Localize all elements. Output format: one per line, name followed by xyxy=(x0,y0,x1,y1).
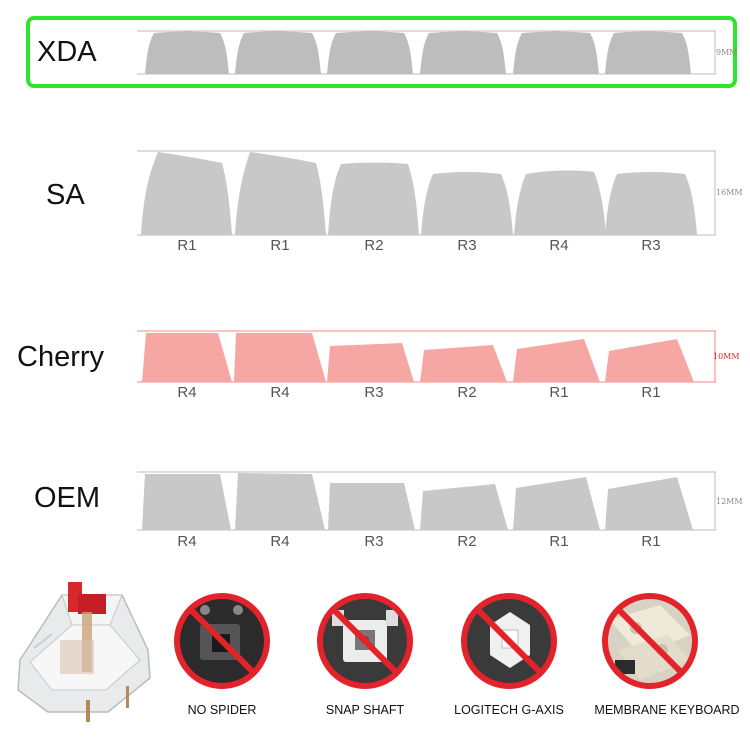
profile-name-xda: XDA xyxy=(37,36,97,68)
xda-keycap xyxy=(145,31,229,74)
row-label: R4 xyxy=(270,384,290,401)
row-label: R1 xyxy=(641,533,661,550)
row-label: R4 xyxy=(549,237,569,254)
row-label: R3 xyxy=(457,237,477,254)
profile-name-sa: SA xyxy=(46,179,85,211)
sa-keycap xyxy=(421,172,513,235)
cherry-profile-keycaps xyxy=(137,330,716,383)
height-label-cherry: 10MM xyxy=(713,352,740,361)
xda-profile-keycaps xyxy=(137,30,716,75)
sa-keycap xyxy=(141,152,232,235)
xda-keycap xyxy=(235,31,321,74)
no-spider-icon xyxy=(174,593,270,689)
row-label: R1 xyxy=(549,384,569,401)
xda-keycap xyxy=(513,31,599,74)
feature-caption-logitech-g-axis: LOGITECH G-AXIS xyxy=(454,703,564,717)
profile-name-oem: OEM xyxy=(34,482,101,514)
xda-keycap xyxy=(327,31,413,74)
xda-keycap xyxy=(605,31,691,74)
sa-keycap xyxy=(605,172,697,235)
sa-profile-keycaps xyxy=(137,150,716,236)
cherry-keycap xyxy=(234,333,326,382)
profile-name-cherry: Cherry xyxy=(17,341,105,373)
oem-keycap xyxy=(235,473,325,530)
feature-caption-snap-shaft: SNAP SHAFT xyxy=(325,703,405,717)
row-label: R1 xyxy=(270,237,290,254)
feature-caption-no-spider: NO SPIDER xyxy=(187,703,257,717)
cherry-keycap xyxy=(142,333,232,382)
red-switch-icon xyxy=(17,582,151,722)
cherry-keycap xyxy=(513,339,600,382)
height-label-xda: 9MM xyxy=(716,48,738,57)
row-label: R1 xyxy=(641,384,661,401)
cherry-keycap xyxy=(327,343,414,382)
row-label: R1 xyxy=(177,237,197,254)
oem-keycap xyxy=(605,477,693,530)
oem-keycap xyxy=(420,484,508,530)
cherry-keycap xyxy=(605,339,694,382)
oem-keycap xyxy=(513,477,600,530)
row-label: R3 xyxy=(364,533,384,550)
logitech-g-axis-icon xyxy=(461,593,557,689)
row-label: R2 xyxy=(457,384,477,401)
row-label: R1 xyxy=(549,533,569,550)
height-label-oem: 12MM xyxy=(716,497,743,506)
sa-keycap xyxy=(514,170,606,235)
height-label-sa: 16MM xyxy=(716,188,743,197)
row-label: R2 xyxy=(457,533,477,550)
xda-keycap xyxy=(420,31,506,74)
cherry-keycap xyxy=(420,345,507,382)
oem-profile-keycaps xyxy=(137,471,716,531)
xda-highlight-box xyxy=(26,16,737,88)
row-label: R2 xyxy=(364,237,384,254)
oem-keycap xyxy=(142,474,231,530)
sa-keycap xyxy=(328,162,419,235)
membrane-keyboard-icon xyxy=(602,593,698,689)
sa-keycap xyxy=(235,152,326,235)
row-label: R3 xyxy=(364,384,384,401)
feature-caption-membrane-keyboard: MEMBRANE KEYBOARD xyxy=(594,703,740,717)
row-label: R3 xyxy=(641,237,661,254)
snap-shaft-icon xyxy=(317,593,413,689)
row-label: R4 xyxy=(270,533,290,550)
oem-keycap xyxy=(328,483,415,530)
row-label: R4 xyxy=(177,384,197,401)
row-label: R4 xyxy=(177,533,197,550)
